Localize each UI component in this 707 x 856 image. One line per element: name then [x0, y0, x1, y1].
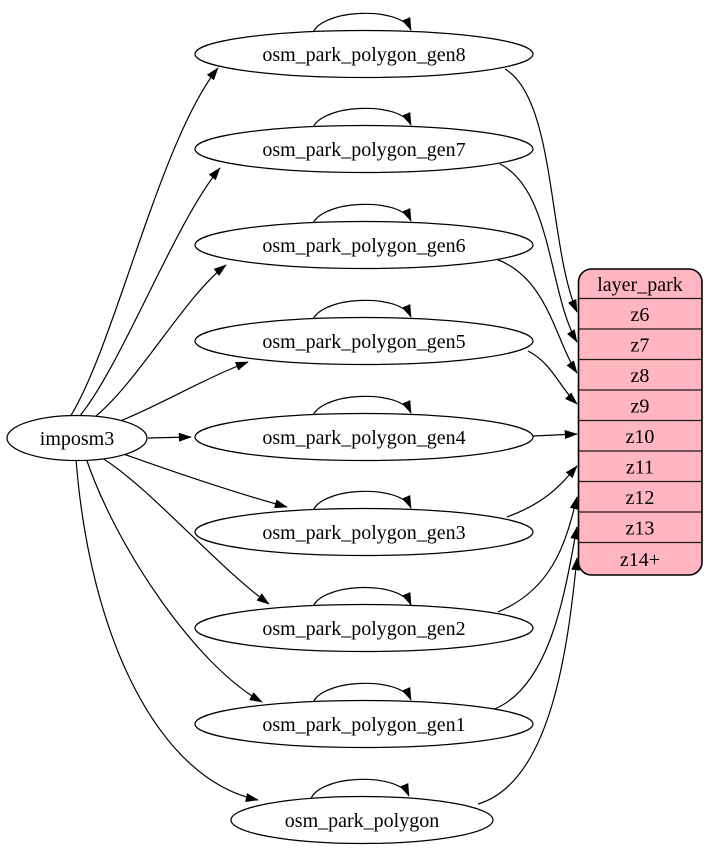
- edge-gen3-to-z11: [506, 465, 578, 518]
- gen8-ellipse: [194, 29, 534, 79]
- gen4-ellipse: [194, 412, 534, 462]
- row-z13-label: z13: [626, 518, 655, 540]
- gen5-label: osm_park_polygon_gen5: [262, 331, 465, 353]
- edge-gen6-to-z8: [495, 258, 578, 374]
- imposm3-ellipse: [6, 414, 148, 462]
- edge-imposm3-to-gen4: [147, 432, 192, 442]
- gen1-ellipse: [194, 699, 534, 749]
- layer-park-title: layer_park: [597, 274, 683, 296]
- node-osm-park-polygon-gen7: osm_park_polygon_gen7: [194, 124, 534, 174]
- polygon-ellipse: [230, 795, 494, 845]
- self-loop-gen7: [311, 107, 412, 132]
- gen4-label: osm_park_polygon_gen4: [262, 427, 465, 449]
- self-loop-gen2: [311, 587, 412, 611]
- row-z8-label: z8: [631, 365, 650, 387]
- edge-imposm3-to-gen1: [85, 457, 263, 703]
- gen7-label: osm_park_polygon_gen7: [262, 139, 465, 161]
- edge-gen5-to-z9: [527, 350, 578, 405]
- row-z11-label: z11: [626, 457, 654, 479]
- layer-park-box: [577, 268, 703, 576]
- edge-imposm3-to-gen8: [69, 67, 219, 418]
- self-loop-gen6: [311, 203, 412, 228]
- gen8-label: osm_park_polygon_gen8: [262, 44, 465, 66]
- edge-gen2-to-z12: [497, 496, 579, 613]
- edge-gen1-to-z13: [491, 526, 580, 711]
- node-osm-park-polygon: osm_park_polygon: [230, 795, 494, 845]
- self-loop-gen4: [311, 395, 412, 420]
- self-loop-edges: [309, 12, 412, 803]
- gen1-label: osm_park_polygon_gen1: [262, 714, 465, 736]
- node-layer-park: layer_park z6 z7 z8 z9 z10 z11 z12 z13 z…: [577, 268, 703, 576]
- edge-imposm3-to-gen7: [78, 167, 221, 418]
- node-osm-park-polygon-gen3: osm_park_polygon_gen3: [194, 507, 534, 557]
- edge-imposm3-to-gen3: [114, 450, 288, 509]
- edge-imposm3-to-gen5: [107, 361, 249, 427]
- self-loop-gen5: [311, 299, 412, 324]
- row-z9-label: z9: [631, 396, 650, 418]
- gen3-ellipse: [194, 507, 534, 557]
- gen5-ellipse: [194, 316, 534, 366]
- gen7-ellipse: [194, 124, 534, 174]
- node-osm-park-polygon-gen5: osm_park_polygon_gen5: [194, 316, 534, 366]
- gen3-label: osm_park_polygon_gen3: [262, 522, 465, 544]
- gen6-label: osm_park_polygon_gen6: [262, 235, 465, 257]
- self-loop-gen8: [311, 12, 412, 37]
- edge-polygon-to-z14: [477, 557, 581, 805]
- node-osm-park-polygon-gen8: osm_park_polygon_gen8: [194, 29, 534, 79]
- gen6-ellipse: [194, 220, 534, 270]
- node-osm-park-polygon-gen6: osm_park_polygon_gen6: [194, 220, 534, 270]
- gen2-label: osm_park_polygon_gen2: [262, 618, 465, 640]
- node-osm-park-polygon-gen1: osm_park_polygon_gen1: [194, 699, 534, 749]
- edge-gen8-to-z6: [504, 68, 578, 313]
- row-z10-label: z10: [626, 426, 655, 448]
- self-loop-gen1: [311, 682, 412, 707]
- row-z6-label: z6: [631, 304, 650, 326]
- edge-imposm3-to-polygon: [75, 458, 259, 802]
- imposm3-label: imposm3: [40, 428, 114, 450]
- self-loop-gen3: [311, 490, 412, 515]
- edges-from-source: [69, 67, 288, 802]
- self-loop-polygon: [309, 778, 410, 803]
- edge-imposm3-to-gen6: [90, 264, 227, 421]
- node-osm-park-polygon-gen2: osm_park_polygon_gen2: [194, 603, 534, 653]
- edge-gen7-to-z7: [499, 163, 578, 343]
- row-z12-label: z12: [626, 487, 655, 509]
- gen2-ellipse: [194, 603, 534, 653]
- edge-gen4-to-z10: [532, 430, 578, 440]
- row-z14-label: z14+: [620, 549, 660, 571]
- edge-imposm3-to-gen2: [96, 454, 270, 605]
- node-imposm3: imposm3: [6, 414, 148, 462]
- edges-to-layer: [477, 68, 581, 805]
- row-z7-label: z7: [631, 335, 650, 357]
- node-osm-park-polygon-gen4: osm_park_polygon_gen4: [194, 412, 534, 462]
- polygon-label: osm_park_polygon: [285, 810, 439, 832]
